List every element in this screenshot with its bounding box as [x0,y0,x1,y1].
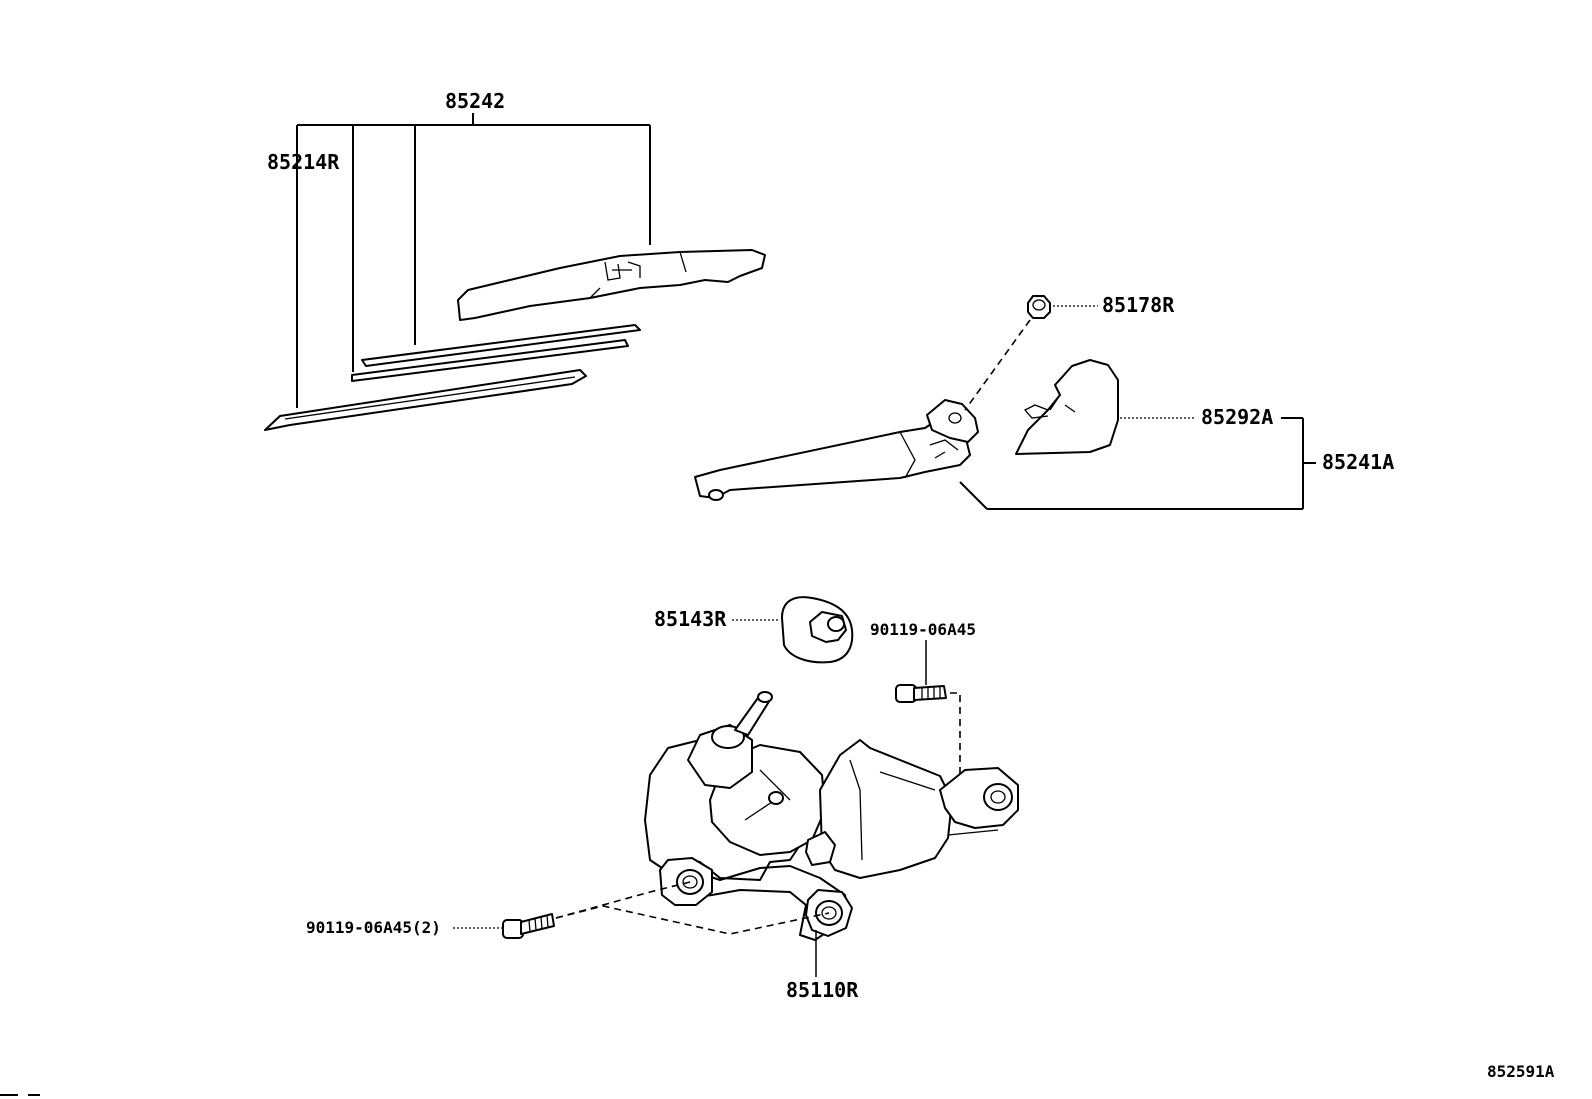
label-85241A: 85241A [1322,450,1394,474]
leaders-upper-right [959,305,1316,510]
label-85178R: 85178R [1102,293,1175,317]
wiper-blade-assembly [264,249,766,431]
figure-code: 852591A [1487,1062,1555,1081]
label-85214R: 85214R [267,150,340,174]
wiper-motor-85110R [644,691,1019,941]
bolt-90119-bottom [453,881,830,939]
grommet-85143R [732,596,854,664]
label-85242: 85242 [445,89,505,113]
wiper-arm [694,399,979,501]
pivot-cap-85292A [1015,359,1119,455]
bolt-90119-top [895,640,961,795]
label-85110R: 85110R [786,978,859,1002]
nut-85178R [1027,295,1051,319]
label-90119-06A45-qty2: 90119-06A45(2) [306,918,441,937]
label-85292A: 85292A [1201,405,1273,429]
label-90119-06A45: 90119-06A45 [870,620,976,639]
bracket-85242 [296,113,651,408]
label-85143R: 85143R [654,607,727,631]
